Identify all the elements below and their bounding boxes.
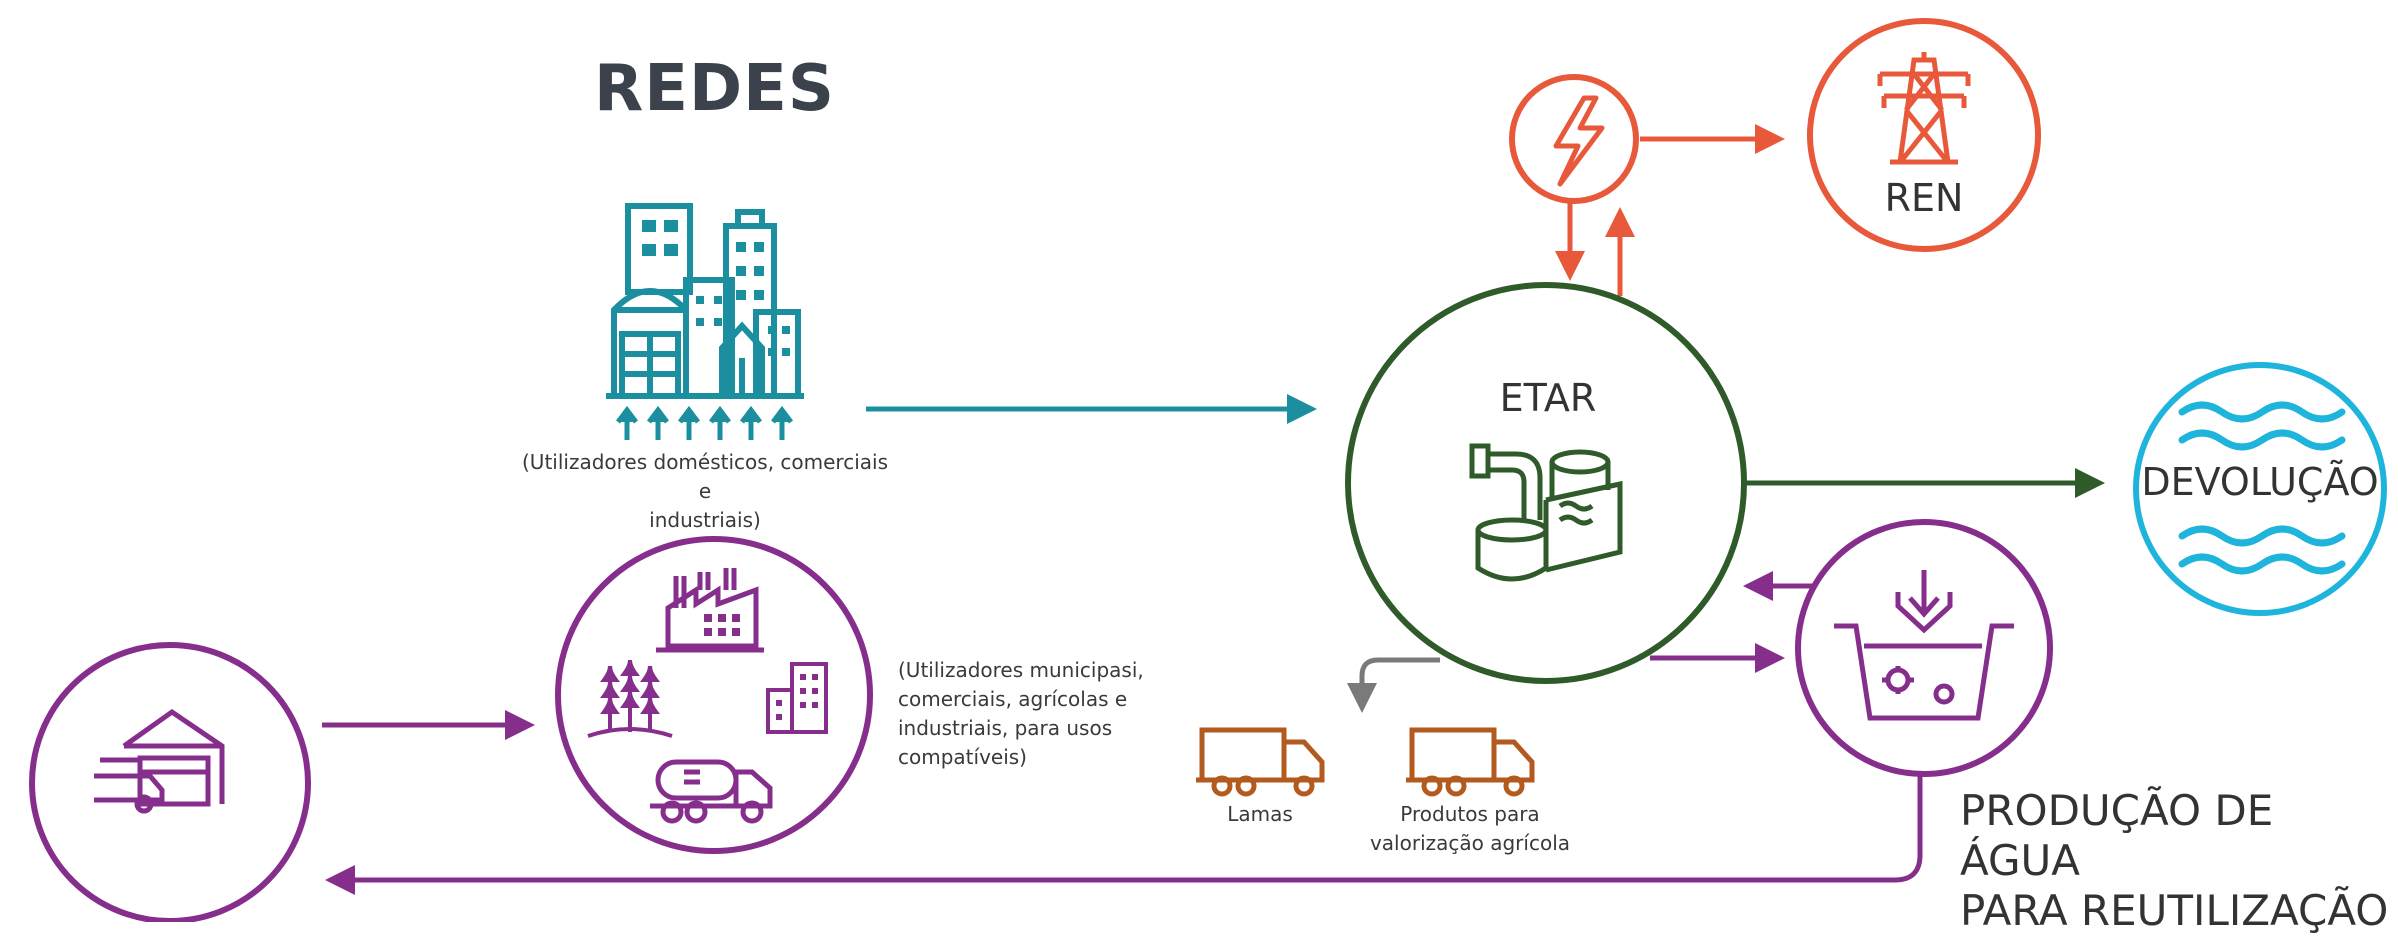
domestic-users-caption: (Utilizadores domésticos, comerciais e i… xyxy=(520,448,890,535)
municipal-caption-line-2: comerciais, agrícolas e xyxy=(898,687,1128,711)
water-waves-icon xyxy=(2178,401,2346,575)
municipal-caption-line-3: industriais, para usos xyxy=(898,716,1113,740)
etar-label: ETAR xyxy=(1499,376,1597,420)
lamas-label: Lamas xyxy=(1227,802,1293,826)
factory-icon xyxy=(656,568,764,653)
domestic-caption-line-2: industriais) xyxy=(649,508,761,532)
municipal-caption-line-1: (Utilizadores municipasi, xyxy=(898,658,1144,682)
producao-label-line-2: PARA REUTILIZAÇÃO xyxy=(1960,886,2389,935)
devolucao-node xyxy=(2133,362,2387,616)
users-node xyxy=(555,536,873,854)
reuse-tank-icon xyxy=(1834,570,2014,721)
produtos-label: Produtos para valorização agrícola xyxy=(1360,800,1580,858)
arrow-etar-to-sludge xyxy=(1347,657,1440,713)
municipal-users-caption: (Utilizadores municipasi, comerciais, ag… xyxy=(898,656,1144,772)
produtos-label-line-2: valorização agrícola xyxy=(1369,831,1571,855)
power-tower-icon xyxy=(1877,52,1971,165)
arrow-reuse-to-warehouse xyxy=(325,772,1923,895)
municipal-caption-line-4: compatíveis) xyxy=(898,745,1027,769)
ren-label: REN xyxy=(1884,176,1964,220)
producao-label: PRODUÇÃO DE ÁGUA PARA REUTILIZAÇÃO xyxy=(1960,786,2398,936)
producao-label-line-1: PRODUÇÃO DE ÁGUA xyxy=(1960,786,2274,885)
truck-icon xyxy=(1406,727,1535,797)
warehouse-node xyxy=(29,642,311,922)
devolucao-label: DEVOLUÇÃO xyxy=(2141,460,2379,504)
lightning-icon xyxy=(1553,95,1605,187)
lightning-node xyxy=(1509,74,1639,204)
page-title: REDES xyxy=(594,52,835,126)
office-building-icon xyxy=(766,662,828,734)
city-buildings-icon xyxy=(606,203,804,440)
wheat-icon xyxy=(587,659,673,738)
warehouse-truck-icon xyxy=(94,708,225,814)
domestic-caption-line-1: (Utilizadores domésticos, comerciais e xyxy=(522,450,888,503)
etar-node xyxy=(1345,282,1747,684)
tanker-truck-icon xyxy=(650,759,773,824)
treatment-plant-icon xyxy=(1469,443,1623,582)
produtos-label-line-1: Produtos para xyxy=(1400,802,1540,826)
truck-icon xyxy=(1196,727,1325,797)
